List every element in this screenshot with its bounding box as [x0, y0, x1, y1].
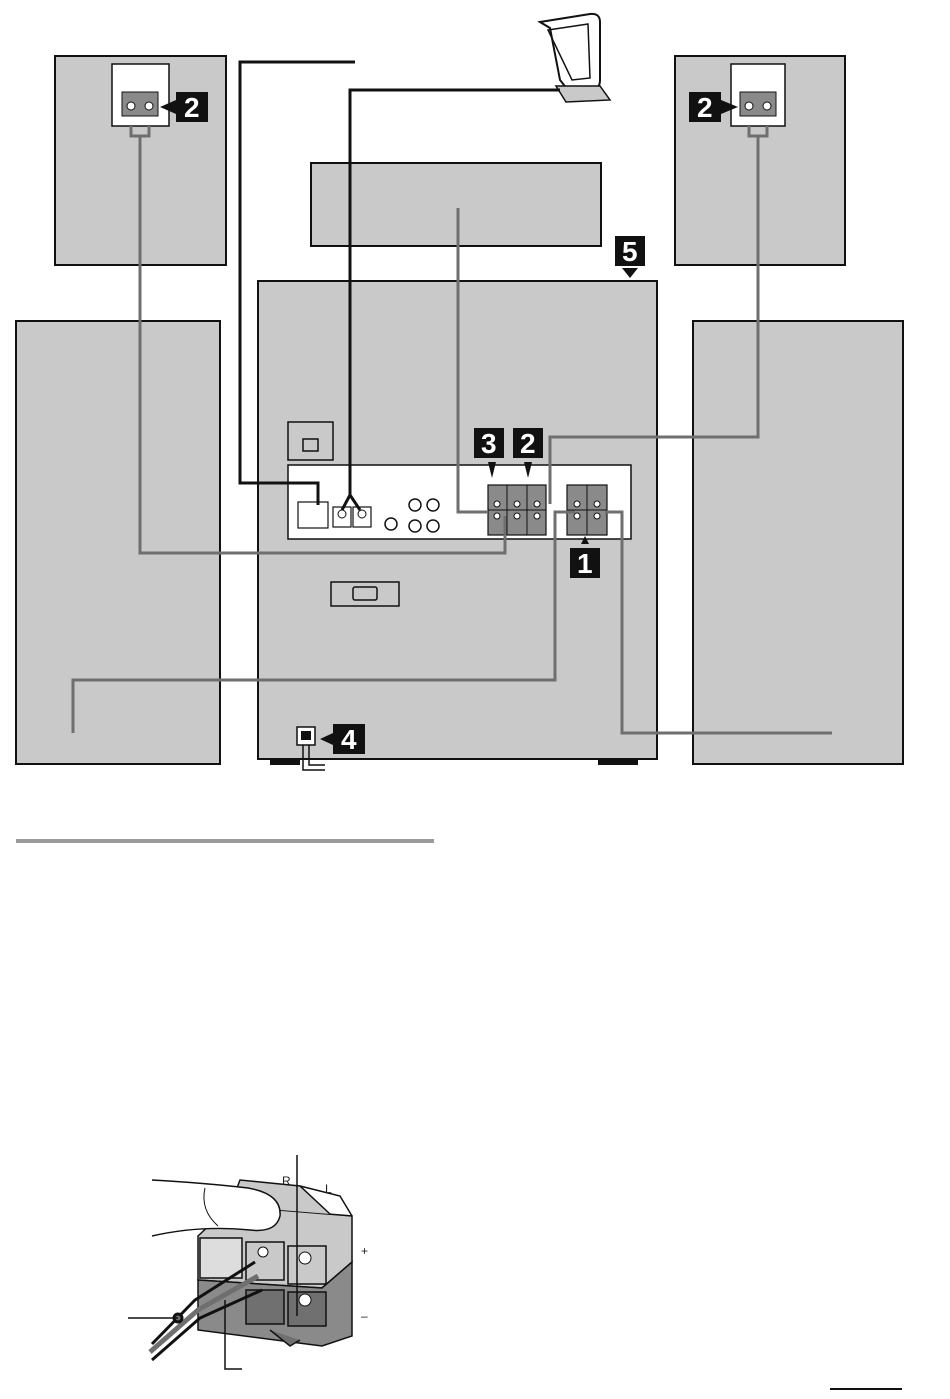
speaker-large-left: [16, 321, 220, 764]
label-r: R: [282, 1174, 291, 1188]
callout-unit-top-text: 5: [622, 236, 638, 267]
callout-speaker-left-text: 2: [184, 92, 200, 123]
section-divider: [16, 839, 434, 843]
label-plus: +: [361, 1244, 368, 1258]
callout-power-text: 4: [341, 724, 357, 755]
label-l: L: [325, 1182, 332, 1196]
callout-terminal-a-text: 3: [481, 428, 497, 459]
callout-terminal-c-text: 1: [577, 548, 593, 579]
speaker-front-right: [675, 56, 845, 265]
callout-terminal-b-text: 2: [520, 428, 536, 459]
center-speaker: [311, 163, 601, 246]
label-minus: –: [361, 1309, 368, 1323]
callout-speaker-right-text: 2: [697, 92, 713, 123]
callout-badge-unit-top: 5: [615, 236, 645, 278]
page-footer-rule: [830, 1388, 902, 1390]
speaker-large-right: [693, 321, 903, 764]
